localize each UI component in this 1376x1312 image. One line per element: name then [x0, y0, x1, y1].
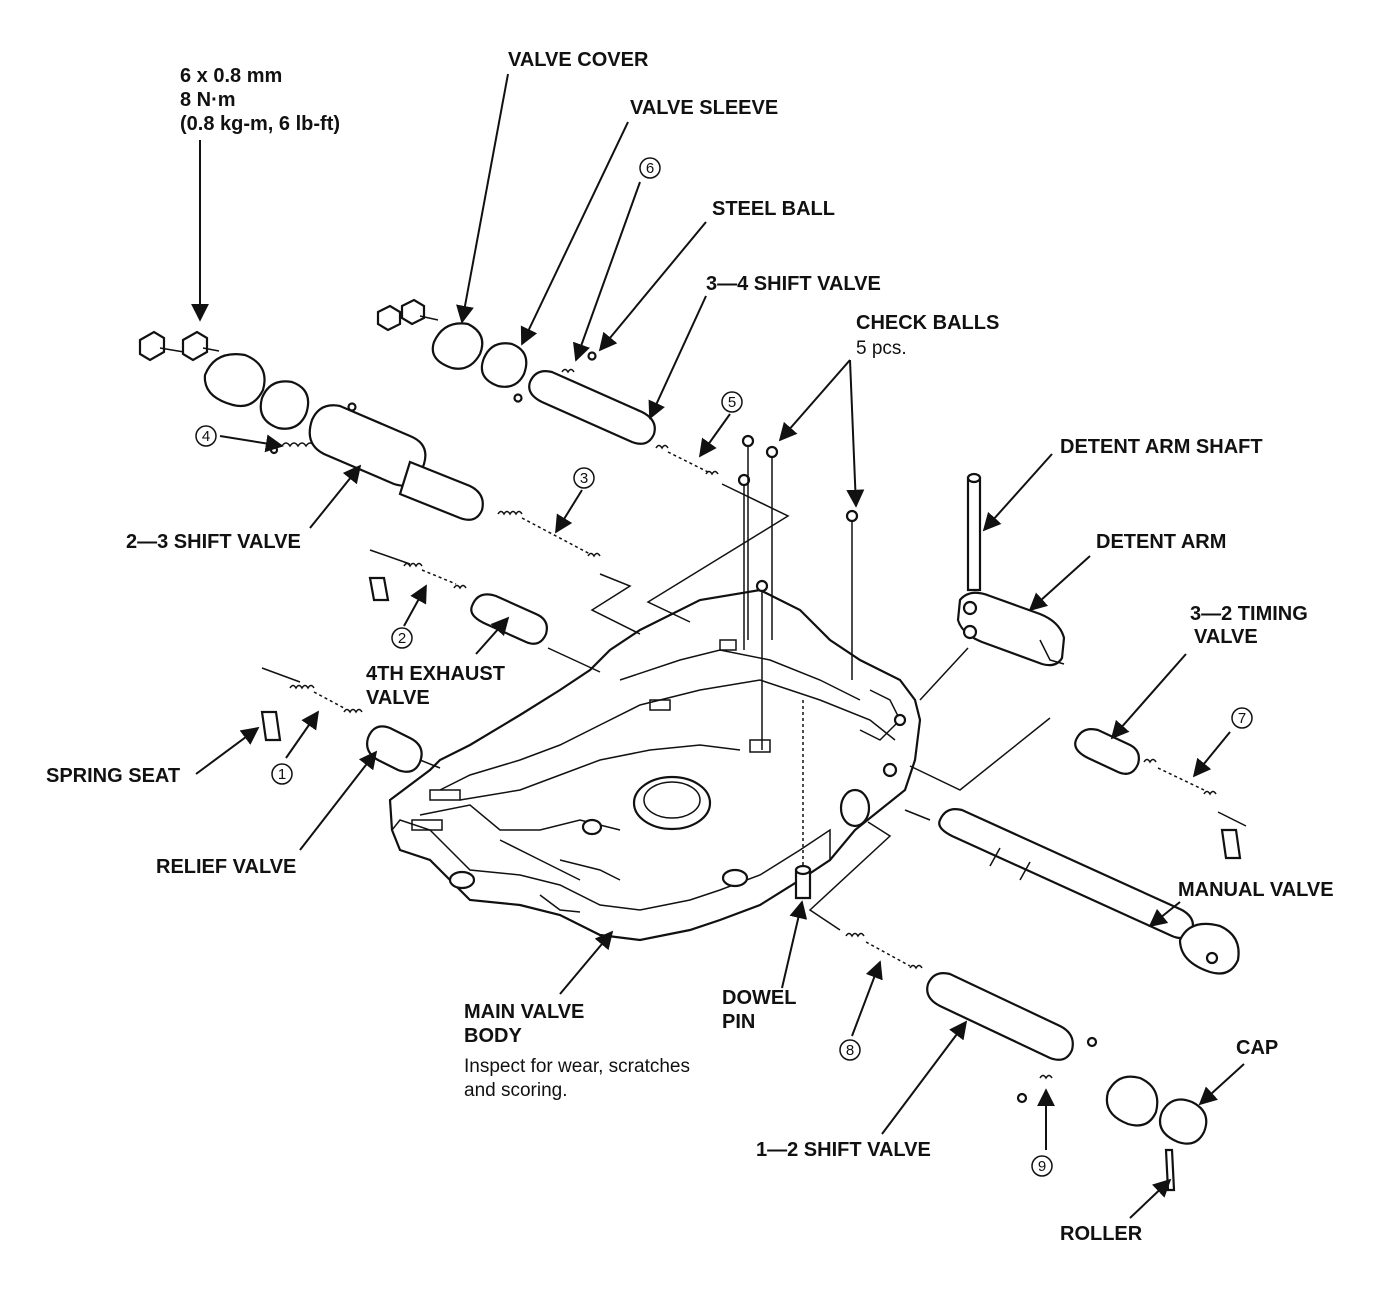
main-valve-body [388, 588, 922, 942]
exhaust-4th-valve-assembly [368, 549, 601, 673]
relief-valve-assembly [260, 667, 441, 773]
label-roller: ROLLER [1060, 1223, 1143, 1245]
bolt-spec-line3: (0.8 kg-m, 6 lb-ft) [180, 113, 340, 135]
callout-6: 6 [646, 160, 654, 177]
check-balls [737, 434, 859, 750]
shift-23-valve-assembly [138, 330, 641, 635]
labels: 6 x 0.8 mm 8 N·m (0.8 kg-m, 6 lb-ft) VAL… [46, 49, 1334, 1245]
shift-34-valve-assembly [376, 298, 790, 623]
callout-2: 2 [398, 630, 406, 647]
bolt-spec-line2: 8 N·m [180, 89, 236, 111]
detent-arm-assembly [919, 472, 1066, 701]
shift-12-valve-assembly [808, 821, 1208, 1192]
label-cap: CAP [1236, 1037, 1278, 1059]
label-valve-sleeve: VALVE SLEEVE [630, 97, 778, 119]
label-exhaust-4th-line1: 4TH EXHAUST [366, 663, 505, 685]
label-main-body-note1: Inspect for wear, scratches [464, 1056, 690, 1077]
dowel-pin [794, 700, 812, 900]
callout-8: 8 [846, 1042, 854, 1059]
label-steel-ball: STEEL BALL [712, 198, 835, 220]
label-spring-seat: SPRING SEAT [46, 765, 180, 787]
manual-valve [904, 808, 1240, 975]
callout-7: 7 [1238, 710, 1246, 727]
label-detent-arm: DETENT ARM [1096, 531, 1226, 553]
label-detent-arm-shaft: DETENT ARM SHAFT [1060, 436, 1263, 458]
callout-4: 4 [202, 428, 210, 445]
label-shift-34: 3—4 SHIFT VALVE [706, 273, 881, 295]
callout-1: 1 [278, 766, 286, 783]
label-timing-32-line2: VALVE [1194, 626, 1258, 648]
label-shift-23: 2—3 SHIFT VALVE [126, 531, 301, 553]
label-relief-valve: RELIEF VALVE [156, 856, 296, 878]
callout-9: 9 [1038, 1158, 1046, 1175]
label-timing-32-line1: 3—2 TIMING [1190, 603, 1308, 625]
label-main-body-note2: and scoring. [464, 1080, 568, 1101]
leader-lines [191, 73, 1245, 1219]
label-main-body-line1: MAIN VALVE [464, 1001, 584, 1023]
label-shift-12: 1—2 SHIFT VALVE [756, 1139, 931, 1161]
label-dowel-line2: PIN [722, 1011, 755, 1033]
callout-5: 5 [728, 394, 736, 411]
label-check-balls: CHECK BALLS [856, 312, 999, 334]
label-check-balls-qty: 5 pcs. [856, 338, 907, 359]
label-main-body-line2: BODY [464, 1025, 522, 1047]
timing-32-valve-assembly [909, 717, 1247, 860]
callout-numbers: 6 5 3 4 2 1 7 8 9 [195, 157, 1253, 1177]
label-manual-valve: MANUAL VALVE [1178, 879, 1334, 901]
label-dowel-line1: DOWEL [722, 987, 796, 1009]
label-valve-cover: VALVE COVER [508, 49, 649, 71]
bolt-spec-line1: 6 x 0.8 mm [180, 65, 282, 87]
callout-3: 3 [580, 470, 588, 487]
label-exhaust-4th-line2: VALVE [366, 687, 430, 709]
